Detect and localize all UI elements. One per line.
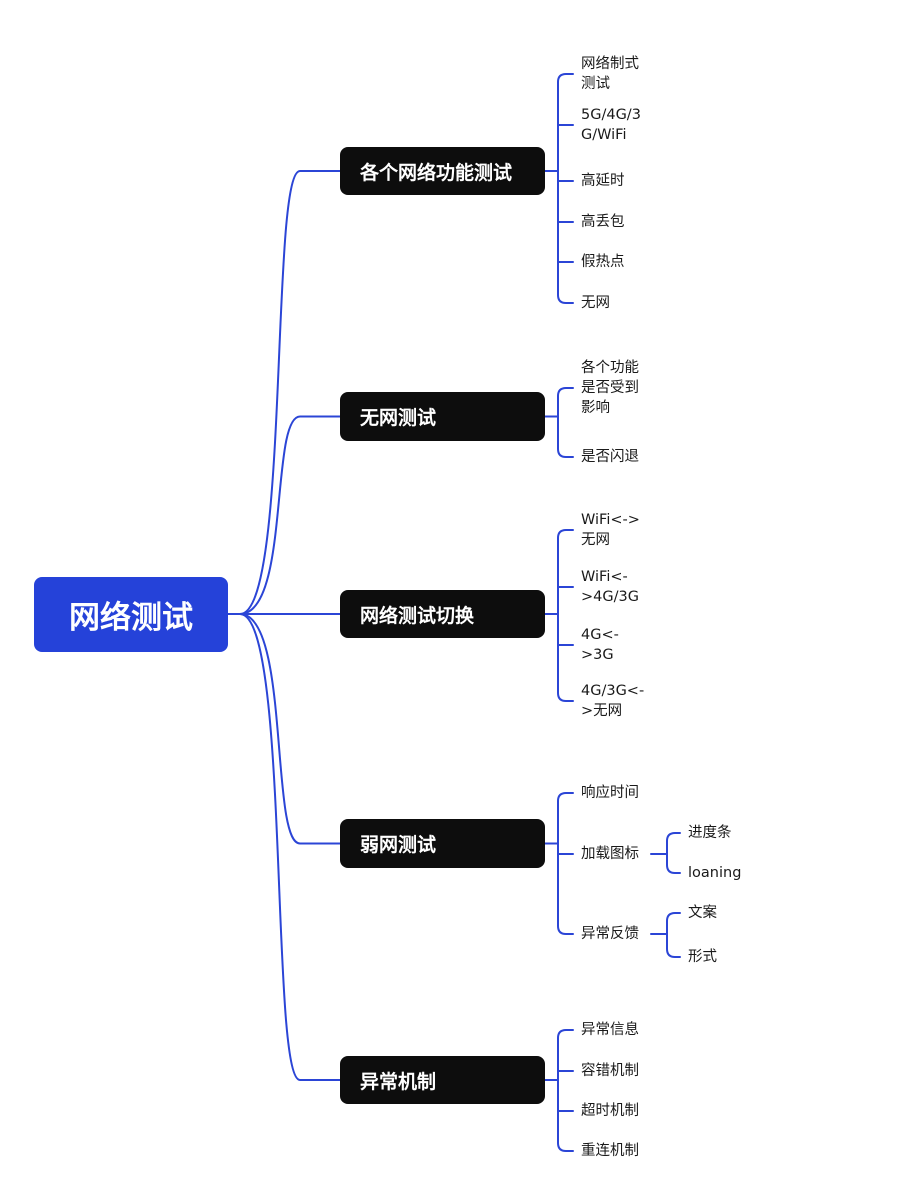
branch-label: 弱网测试 (360, 834, 437, 856)
root-label: 网络测试 (69, 600, 193, 636)
connector-branch-0-bracket (557, 73, 574, 304)
connector-branch-3-bracket (557, 792, 574, 935)
subleaf-node[interactable]: 进度条 (688, 825, 732, 841)
connector-root-to-branch-4 (227, 613, 341, 1081)
connector-branch-2-bracket (557, 529, 574, 702)
branch-label: 异常机制 (360, 1070, 437, 1093)
leaf-node[interactable]: 无网 (581, 295, 610, 311)
leaf-node[interactable]: 4G/3G<- >无网 (581, 683, 645, 719)
subleaf-node[interactable]: 文案 (688, 905, 717, 921)
leaf-node[interactable]: 超时机制 (581, 1103, 639, 1119)
leaf-node[interactable]: 假热点 (581, 254, 625, 270)
branch-node-1[interactable]: 无网测试 (340, 392, 545, 441)
connector-branch-4-bracket (557, 1029, 574, 1152)
leaf-node[interactable]: 容错机制 (581, 1063, 639, 1079)
leaf-node[interactable]: 高丢包 (581, 214, 625, 230)
connector-root-to-branch-0 (227, 170, 341, 615)
subleaf-node[interactable]: loaning (688, 865, 742, 881)
leaf-node[interactable]: WiFi<- >4G/3G (581, 569, 639, 605)
leaf-node[interactable]: 网络制式 测试 (581, 56, 639, 92)
leaf-node[interactable]: 加载图标 (581, 846, 639, 862)
connector-root-to-branch-3 (227, 613, 341, 845)
connector-root-to-branch-1 (227, 415, 341, 615)
root-node[interactable]: 网络测试 (34, 577, 228, 652)
branch-label: 网络测试切换 (360, 604, 475, 627)
connector-sub-3-2-bracket (666, 912, 681, 958)
leaf-node[interactable]: 异常反馈 (581, 926, 639, 942)
branch-label: 无网测试 (360, 407, 437, 429)
leaf-node[interactable]: 4G<- >3G (581, 627, 619, 663)
branch-node-3[interactable]: 弱网测试 (340, 819, 545, 868)
leaf-node[interactable]: 重连机制 (581, 1143, 639, 1159)
leaf-node[interactable]: 高延时 (581, 173, 625, 189)
leaf-node[interactable]: 是否闪退 (581, 449, 639, 465)
leaf-node[interactable]: WiFi<-> 无网 (581, 512, 640, 548)
connector-sub-3-1-bracket (666, 832, 681, 874)
branch-node-2[interactable]: 网络测试切换 (340, 590, 545, 638)
branch-label: 各个网络功能测试 (360, 161, 513, 184)
leaf-node[interactable]: 5G/4G/3 G/WiFi (581, 107, 641, 143)
leaf-node[interactable]: 响应时间 (581, 785, 639, 801)
connector-branch-1-bracket (557, 387, 574, 458)
subleaf-node[interactable]: 形式 (688, 949, 717, 965)
leaf-node[interactable]: 异常信息 (581, 1022, 639, 1038)
branch-node-4[interactable]: 异常机制 (340, 1056, 545, 1104)
leaf-node[interactable]: 各个功能 是否受到 影响 (581, 360, 639, 416)
branch-node-0[interactable]: 各个网络功能测试 (340, 147, 545, 195)
